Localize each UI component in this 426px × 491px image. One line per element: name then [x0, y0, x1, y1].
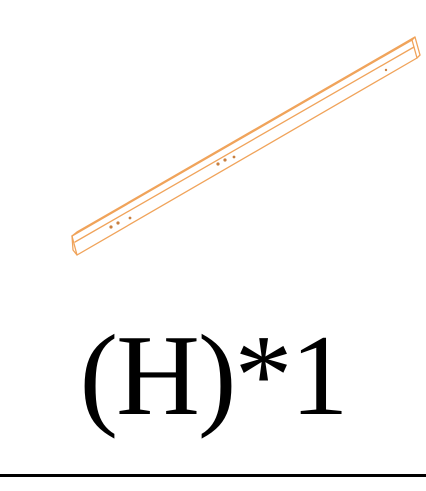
part-quantity-label: (H)*1 [79, 312, 348, 440]
bottom-divider [0, 474, 426, 477]
rail-bar-icon [71, 36, 421, 256]
